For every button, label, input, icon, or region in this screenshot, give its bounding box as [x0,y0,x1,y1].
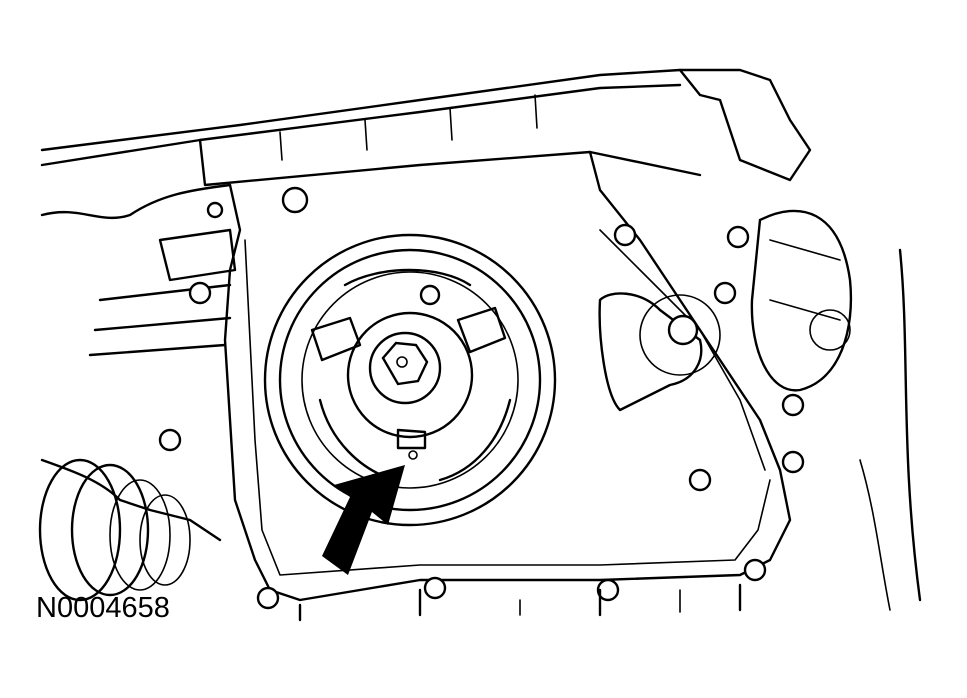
cover-bolts [158,201,805,610]
pulley-window-right [456,306,507,354]
callout-arrow [322,465,405,575]
pulley-window-left [310,316,362,362]
timing-notch [396,428,427,450]
figure-label: N0004658 [36,592,170,624]
upper-housing [40,68,812,220]
front-cover [223,150,792,602]
left-components [38,186,309,602]
oil-pan-edge [298,248,922,622]
crankshaft-bolt [381,341,429,386]
tensioner-assembly [598,209,853,412]
timing-hole [408,450,418,460]
crankshaft-pulley [263,233,557,527]
